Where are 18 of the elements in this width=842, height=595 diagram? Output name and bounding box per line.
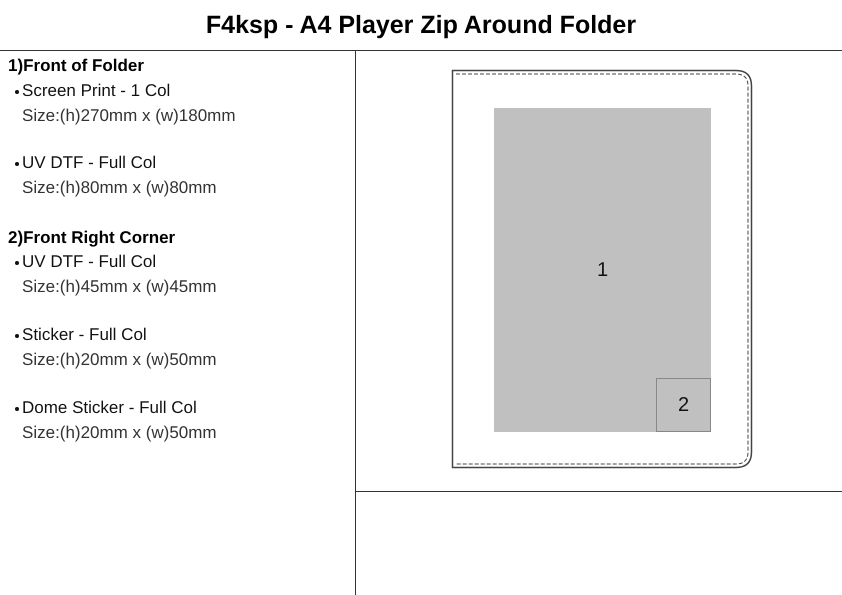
dimension-text: Size:(h)80mm x (w)80mm (22, 178, 217, 198)
section-heading: 1)Front of Folder (8, 56, 144, 76)
area-number: 1 (596, 259, 608, 281)
section-heading: 2)Front Right Corner (8, 228, 176, 248)
print-method-text: Dome Sticker - Full Col (22, 398, 197, 418)
folder-outline (452, 70, 752, 468)
print-method-text: Sticker - Full Col (22, 325, 147, 345)
dimension-text: Size:(h)20mm x (w)50mm (22, 423, 217, 443)
print-method-text: UV DTF - Full Col (22, 153, 156, 173)
page-title: F4ksp - A4 Player Zip Around Folder (204, 10, 638, 40)
corner-print-area (656, 378, 711, 432)
area-number: 2 (678, 394, 690, 416)
dimension-text: Size:(h)20mm x (w)50mm (22, 350, 217, 370)
print-area (494, 108, 711, 432)
dimension-text: Size:(h)270mm x (w)180mm (22, 106, 236, 126)
print-method-text: UV DTF - Full Col (22, 252, 156, 272)
dimension-text: Size:(h)45mm x (w)45mm (22, 277, 217, 297)
print-method-text: Screen Print - 1 Col (22, 81, 170, 101)
